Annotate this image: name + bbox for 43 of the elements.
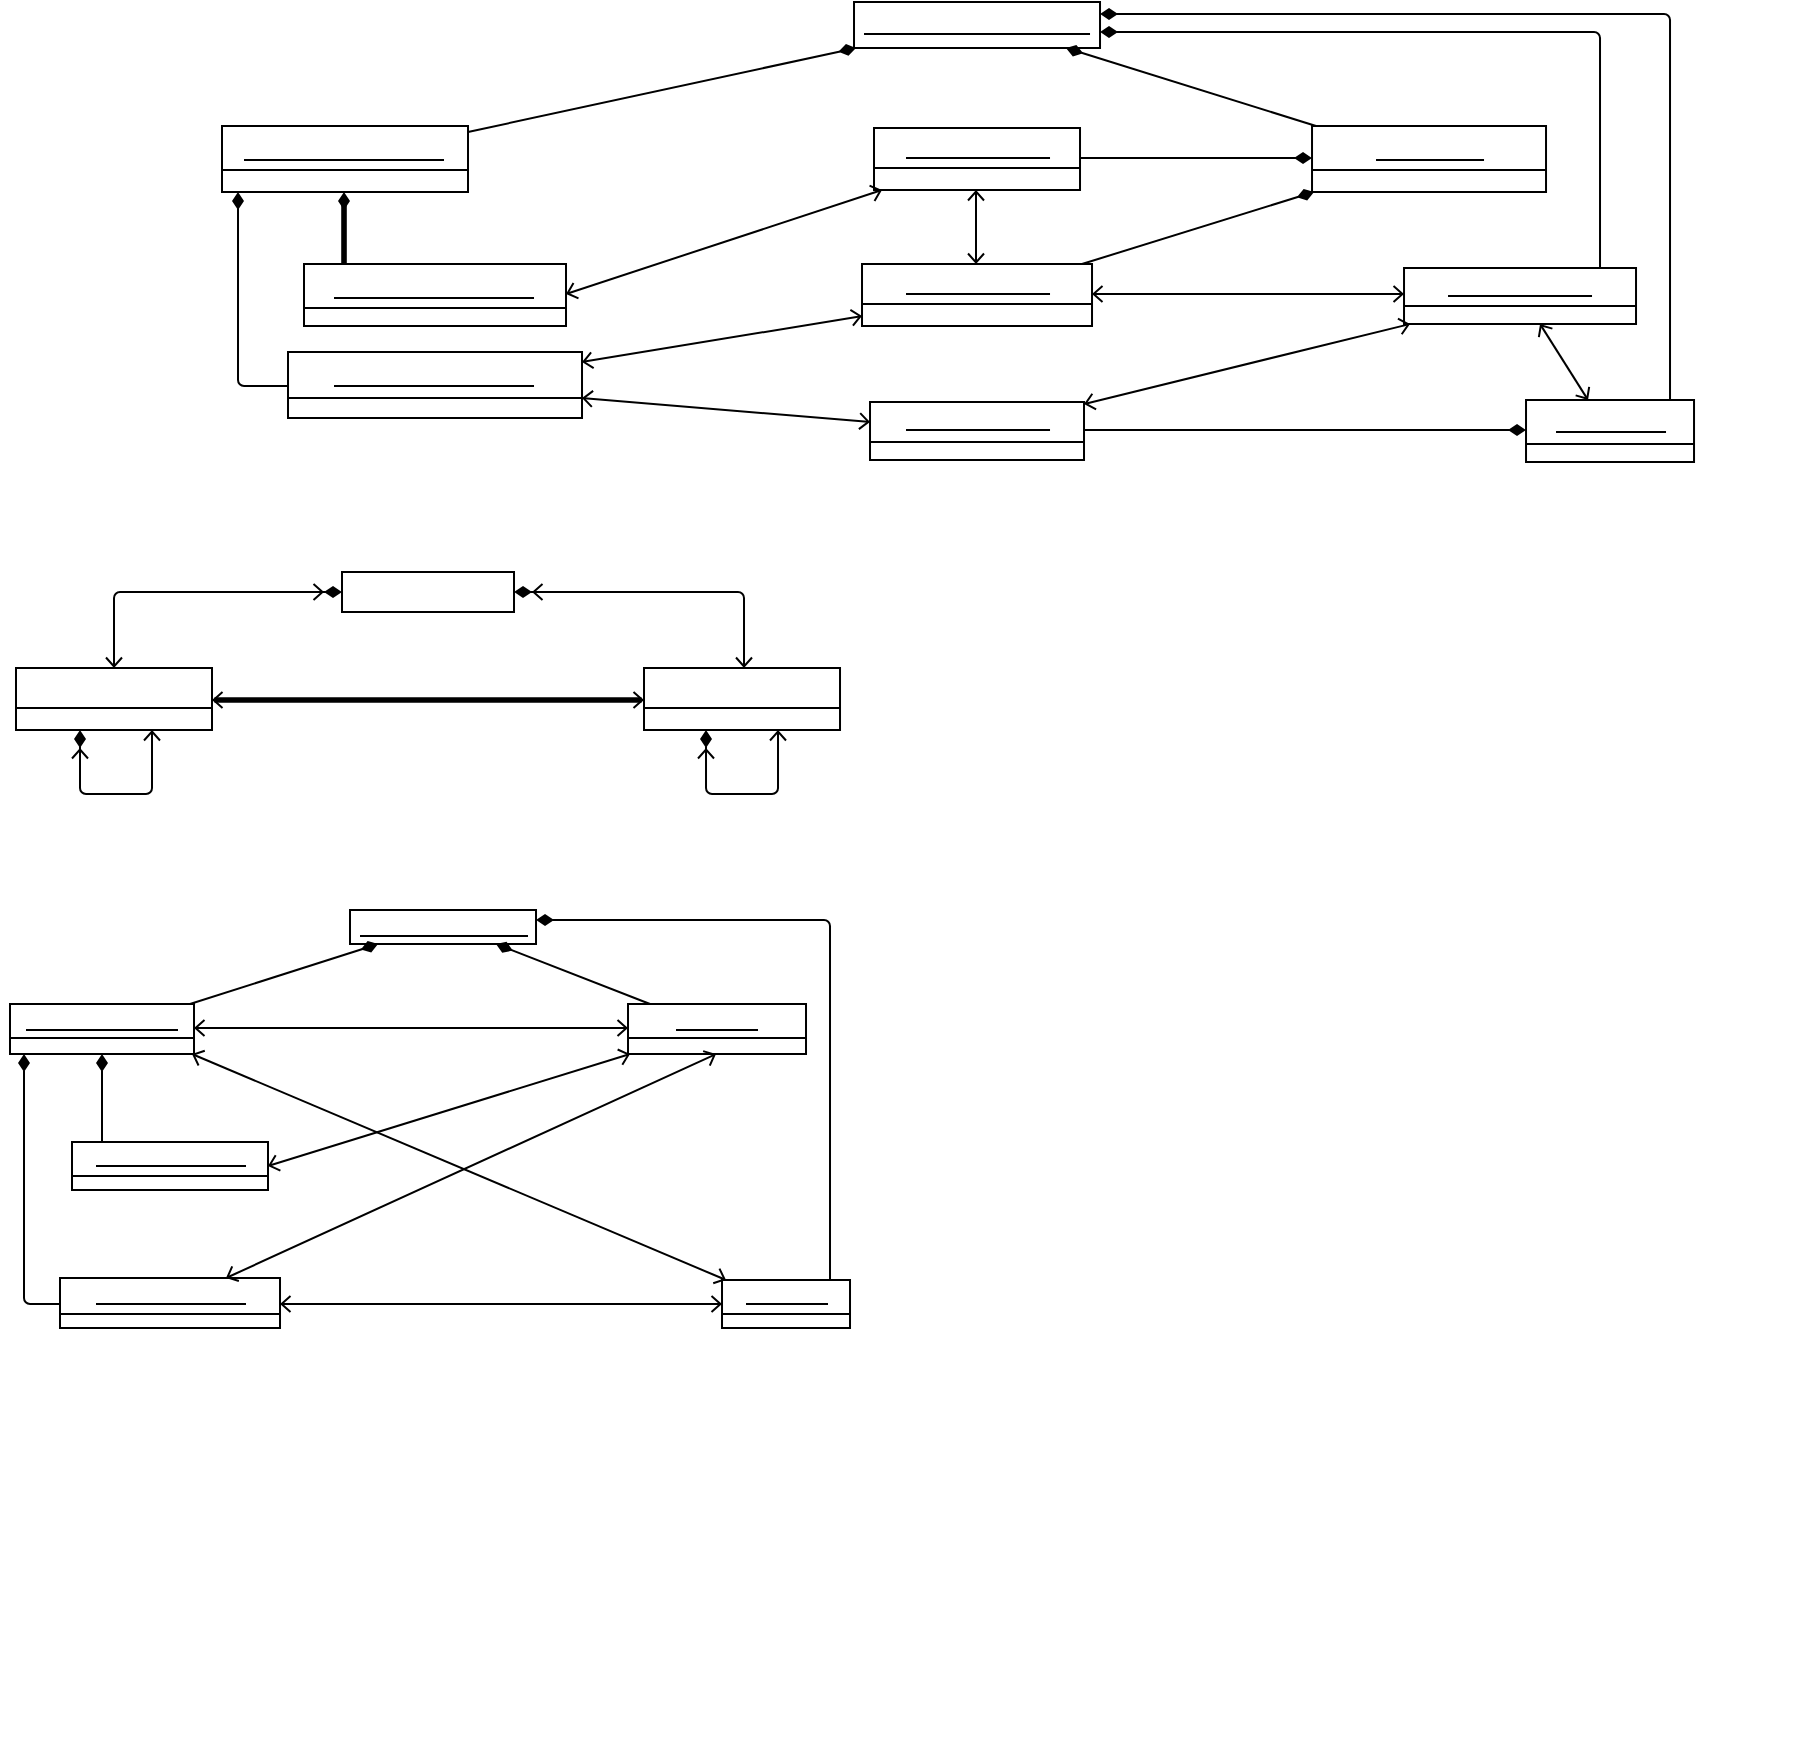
double-arrow	[582, 389, 870, 431]
double-arrow	[71, 730, 161, 795]
class-box	[287, 351, 583, 419]
class-box	[1311, 125, 1547, 193]
double-arrow	[105, 583, 342, 668]
composition-line	[496, 941, 651, 1005]
double-arrow	[1537, 324, 1591, 400]
composition-line	[1100, 8, 1672, 401]
class-box	[341, 571, 515, 613]
class-box	[721, 1279, 851, 1329]
class-box	[59, 1277, 281, 1329]
class-box	[71, 1141, 269, 1191]
composition-line	[96, 1054, 108, 1143]
double-arrow	[280, 1295, 722, 1313]
class-box	[1525, 399, 1696, 463]
class-box	[861, 263, 1093, 327]
composition-line	[536, 914, 831, 1281]
double-arrow	[514, 583, 753, 668]
composition-line	[467, 44, 856, 133]
composition-line	[1100, 26, 1601, 269]
double-arrow	[194, 1019, 628, 1037]
double-arrow	[268, 1048, 630, 1172]
double-arrow	[566, 184, 882, 300]
class-box	[303, 263, 567, 327]
double-arrow	[582, 308, 862, 370]
double-arrow	[1084, 317, 1411, 411]
class-box	[9, 1003, 195, 1055]
class-box	[873, 127, 1081, 191]
double-arrow	[967, 190, 985, 264]
composition-line	[232, 192, 289, 387]
class-box	[221, 125, 469, 193]
class-box	[349, 909, 537, 945]
class-box	[869, 401, 1085, 461]
double-arrow	[697, 730, 787, 795]
composition-line	[18, 1054, 61, 1305]
double-arrow	[212, 691, 644, 709]
class-box	[1403, 267, 1637, 325]
class-box	[853, 1, 1101, 49]
composition-line	[189, 941, 378, 1005]
class-box	[15, 667, 213, 731]
double-arrow	[1092, 285, 1405, 303]
class-box	[643, 667, 841, 731]
class-box	[627, 1003, 807, 1055]
